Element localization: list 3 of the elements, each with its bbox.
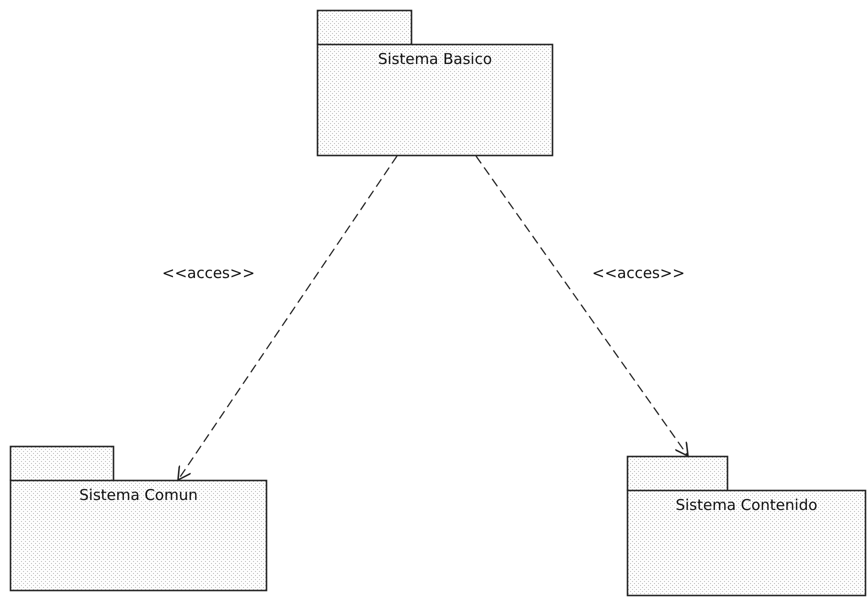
- package-name: Sistema Basico: [376, 50, 494, 68]
- package-name: Sistema Comun: [78, 486, 199, 504]
- package-name: Sistema Contenido: [674, 496, 818, 514]
